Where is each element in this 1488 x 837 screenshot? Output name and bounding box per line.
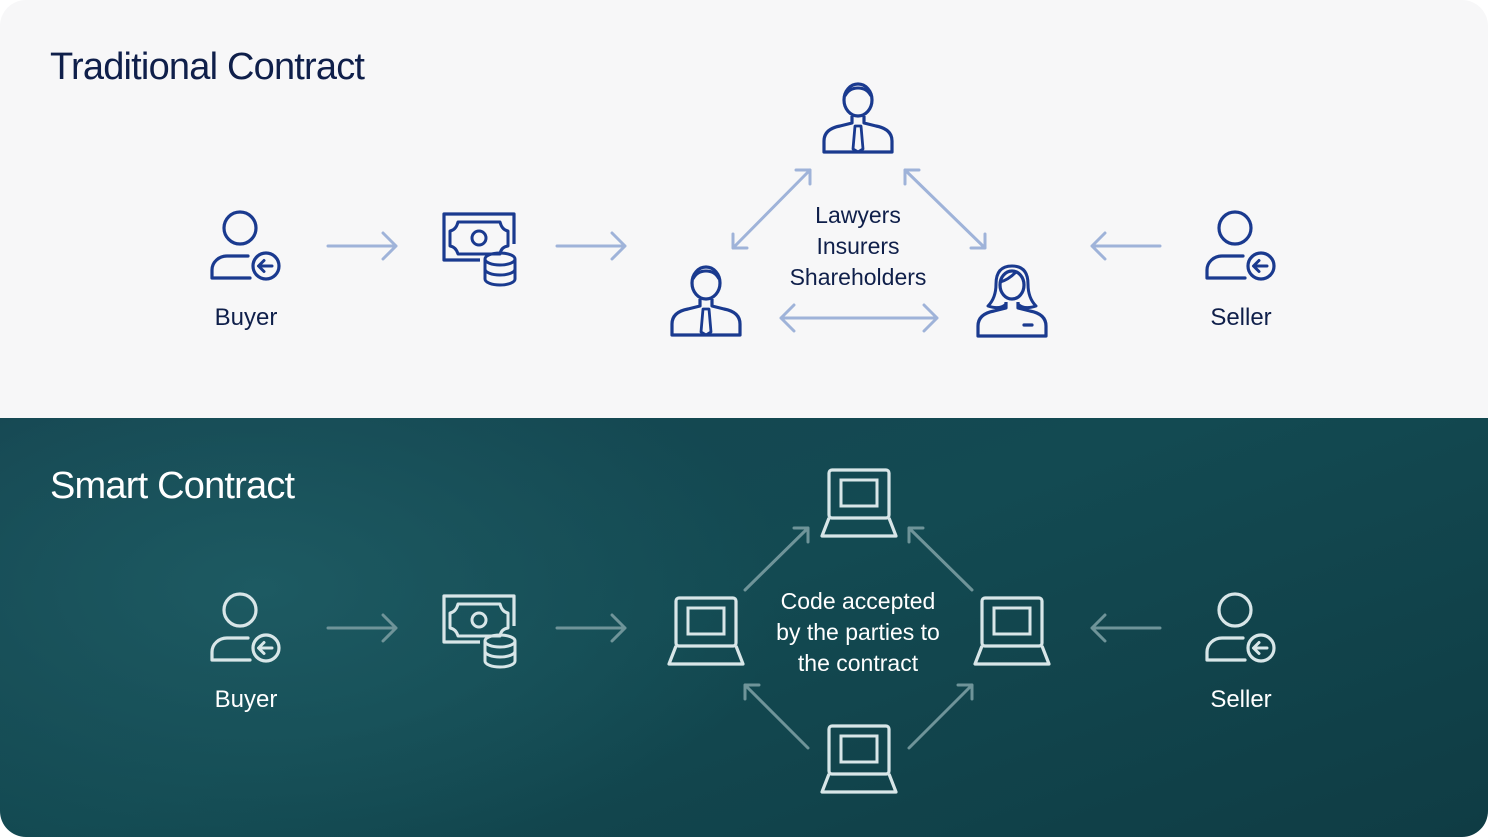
businessman-icon xyxy=(822,82,894,154)
double-arrow-icon xyxy=(779,303,939,333)
businesswoman-icon xyxy=(976,264,1048,338)
arrow-up-left-icon xyxy=(907,526,974,592)
center-line: Lawyers xyxy=(815,202,901,228)
center-line: the contract xyxy=(797,650,919,676)
laptop-icon xyxy=(820,468,898,538)
smart-seller-label: Seller xyxy=(1210,686,1272,713)
smart-code-text: Code accepted by the parties to the cont… xyxy=(738,586,978,679)
center-line: Shareholders xyxy=(789,264,927,290)
double-arrow-icon xyxy=(731,168,812,250)
seller-person-icon xyxy=(1205,210,1276,281)
laptop-icon xyxy=(973,596,1051,666)
arrow-left-icon xyxy=(1090,231,1162,261)
laptop-icon xyxy=(667,596,745,666)
money-coins-icon xyxy=(442,212,517,287)
arrow-up-right-icon xyxy=(907,683,974,750)
traditional-arrows xyxy=(326,168,1162,333)
arrow-up-right-icon xyxy=(743,526,810,592)
seller-person-icon xyxy=(1205,592,1276,663)
arrow-right-icon xyxy=(326,613,398,643)
traditional-contract-title: Traditional Contract xyxy=(50,46,365,88)
arrow-up-left-icon xyxy=(743,683,810,750)
traditional-buyer-label: Buyer xyxy=(214,304,278,331)
smart-arrows xyxy=(326,526,1162,750)
arrow-right-icon xyxy=(555,613,627,643)
traditional-icons xyxy=(210,82,1276,338)
double-arrow-icon xyxy=(903,168,987,250)
center-line: Code accepted xyxy=(780,588,936,614)
smart-buyer-label: Buyer xyxy=(214,686,278,713)
center-line: by the parties to xyxy=(776,619,940,645)
arrow-right-icon xyxy=(326,231,398,261)
smart-contract-title: Smart Contract xyxy=(50,465,295,507)
money-coins-icon xyxy=(442,594,517,669)
buyer-person-icon xyxy=(210,210,281,281)
traditional-seller-label: Seller xyxy=(1210,304,1272,331)
arrow-left-icon xyxy=(1090,613,1162,643)
smart-contract-panel xyxy=(0,418,1488,837)
businessman-icon xyxy=(670,265,742,337)
buyer-person-icon xyxy=(210,592,281,663)
laptop-icon xyxy=(820,724,898,794)
traditional-intermediaries-text: Lawyers Insurers Shareholders xyxy=(758,200,958,293)
arrow-right-icon xyxy=(555,231,627,261)
traditional-contract-panel xyxy=(0,0,1488,418)
center-line: Insurers xyxy=(816,233,900,259)
